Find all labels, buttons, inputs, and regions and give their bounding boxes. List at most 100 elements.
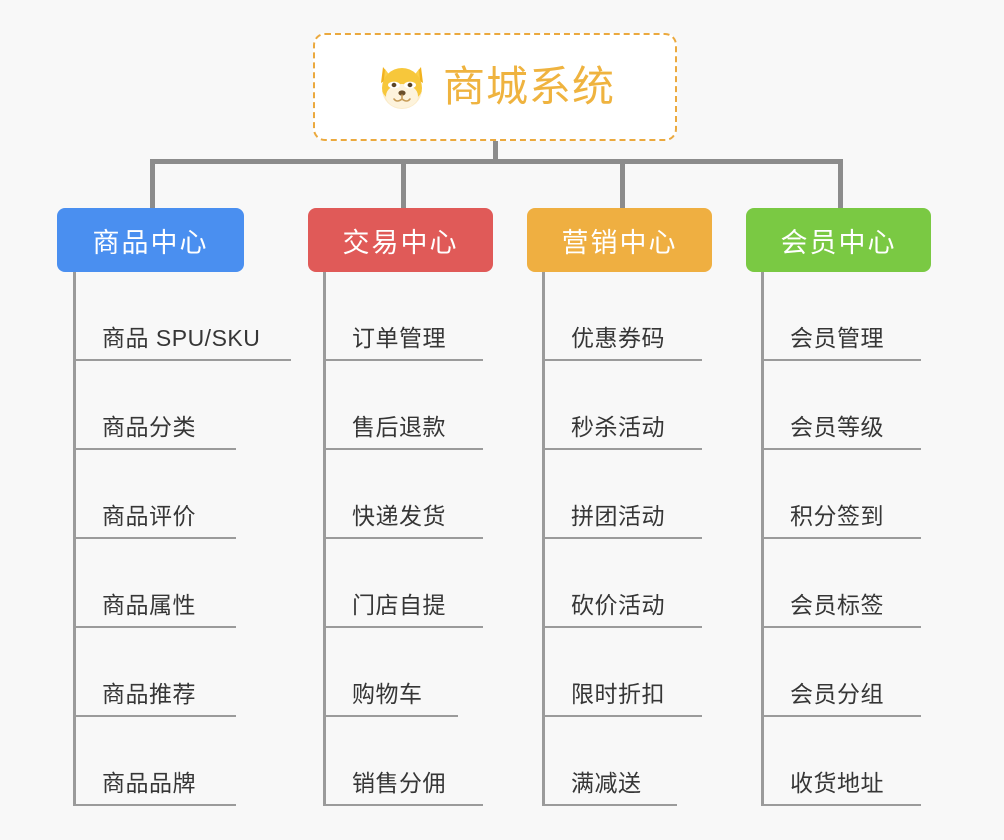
leaf-underline [73,715,236,717]
category-header-1[interactable]: 商品中心 [57,208,244,272]
leaf-label: 商品品牌 [102,770,196,796]
leaf-item[interactable]: 商品 SPU/SKU [57,272,291,361]
leaf-underline [542,448,702,450]
leaf-underline [761,359,921,361]
category-column-2: 交易中心订单管理售后退款快递发货门店自提购物车销售分佣 [308,208,493,806]
leaf-label: 售后退款 [352,414,446,440]
leaf-item[interactable]: 限时折扣 [527,628,712,717]
leaf-item[interactable]: 商品推荐 [57,628,244,717]
leaf-label: 会员分组 [790,681,884,707]
root-node[interactable]: 商城系统 [313,33,677,141]
leaf-underline [323,626,483,628]
leaf-underline [73,537,236,539]
leaf-underline [73,804,236,806]
leaf-group-1: 商品 SPU/SKU 商品分类商品评价商品属性商品推荐商品品牌 [57,272,291,806]
shiba-dog-face-icon [375,63,429,111]
leaf-underline [323,715,458,717]
leaf-label: 拼团活动 [571,503,665,529]
leaf-underline [542,715,702,717]
leaf-label: 门店自提 [352,592,446,618]
category-header-3[interactable]: 营销中心 [527,208,712,272]
leaf-item[interactable]: 门店自提 [308,539,493,628]
leaf-label: 商品评价 [102,503,196,529]
leaf-underline [761,804,921,806]
leaf-label: 商品推荐 [102,681,196,707]
leaf-label: 会员等级 [790,414,884,440]
leaf-item[interactable]: 商品品牌 [57,717,244,806]
leaf-item[interactable]: 购物车 [308,628,493,717]
leaf-label: 秒杀活动 [571,414,665,440]
leaf-underline [542,359,702,361]
leaf-label: 商品分类 [102,414,196,440]
leaf-label: 限时折扣 [571,681,665,707]
leaf-underline [323,448,483,450]
leaf-underline [73,448,236,450]
category-header-2[interactable]: 交易中心 [308,208,493,272]
leaf-label: 会员管理 [790,325,884,351]
leaf-item[interactable]: 销售分佣 [308,717,493,806]
leaf-item[interactable]: 拼团活动 [527,450,712,539]
leaf-spine [542,272,545,806]
category-column-3: 营销中心优惠券码秒杀活动拼团活动砍价活动限时折扣满减送 [527,208,712,806]
connector-horizontal-bus [150,159,838,164]
connector-drop-3 [620,159,625,209]
leaf-underline [323,359,483,361]
leaf-label: 优惠券码 [571,325,665,351]
leaf-item[interactable]: 收货地址 [746,717,931,806]
leaf-group-3: 优惠券码秒杀活动拼团活动砍价活动限时折扣满减送 [527,272,712,806]
leaf-underline [542,537,702,539]
leaf-underline [761,448,921,450]
leaf-item[interactable]: 商品评价 [57,450,244,539]
leaf-item[interactable]: 会员分组 [746,628,931,717]
category-column-4: 会员中心会员管理会员等级积分签到会员标签会员分组收货地址 [746,208,931,806]
leaf-item[interactable]: 商品分类 [57,361,244,450]
category-header-4[interactable]: 会员中心 [746,208,931,272]
category-column-1: 商品中心商品 SPU/SKU 商品分类商品评价商品属性商品推荐商品品牌 [57,208,291,806]
leaf-label: 商品 SPU/SKU [102,325,261,351]
leaf-label: 积分签到 [790,503,884,529]
leaf-item[interactable]: 会员管理 [746,272,931,361]
leaf-underline [323,804,483,806]
leaf-item[interactable]: 满减送 [527,717,712,806]
leaf-underline [73,626,236,628]
leaf-item[interactable]: 订单管理 [308,272,493,361]
leaf-spine [323,272,326,806]
leaf-underline [323,537,483,539]
leaf-spine [761,272,764,806]
leaf-item[interactable]: 会员标签 [746,539,931,628]
connector-drop-2 [401,159,406,209]
leaf-group-2: 订单管理售后退款快递发货门店自提购物车销售分佣 [308,272,493,806]
connector-root-stem [493,141,498,162]
leaf-label: 满减送 [571,770,642,796]
leaf-label: 商品属性 [102,592,196,618]
leaf-item[interactable]: 砍价活动 [527,539,712,628]
leaf-label: 收货地址 [790,770,884,796]
leaf-label: 订单管理 [352,325,446,351]
leaf-label: 快递发货 [352,503,446,529]
category-header-label: 商品中心 [92,227,209,258]
connector-drop-1 [150,159,155,209]
category-header-label: 会员中心 [780,227,897,258]
leaf-label: 砍价活动 [571,592,665,618]
leaf-item[interactable]: 优惠券码 [527,272,712,361]
leaf-item[interactable]: 积分签到 [746,450,931,539]
connector-drop-4 [838,159,843,209]
leaf-underline [761,537,921,539]
leaf-underline [73,359,291,361]
leaf-underline [542,804,677,806]
category-header-label: 营销中心 [561,227,678,258]
leaf-item[interactable]: 快递发货 [308,450,493,539]
root-title: 商城系统 [442,63,615,110]
leaf-underline [761,626,921,628]
leaf-underline [542,626,702,628]
leaf-item[interactable]: 秒杀活动 [527,361,712,450]
category-header-label: 交易中心 [342,227,459,258]
leaf-item[interactable]: 售后退款 [308,361,493,450]
leaf-item[interactable]: 会员等级 [746,361,931,450]
leaf-underline [761,715,921,717]
leaf-spine [73,272,76,806]
leaf-group-4: 会员管理会员等级积分签到会员标签会员分组收货地址 [746,272,931,806]
leaf-item[interactable]: 商品属性 [57,539,244,628]
leaf-label: 会员标签 [790,592,884,618]
